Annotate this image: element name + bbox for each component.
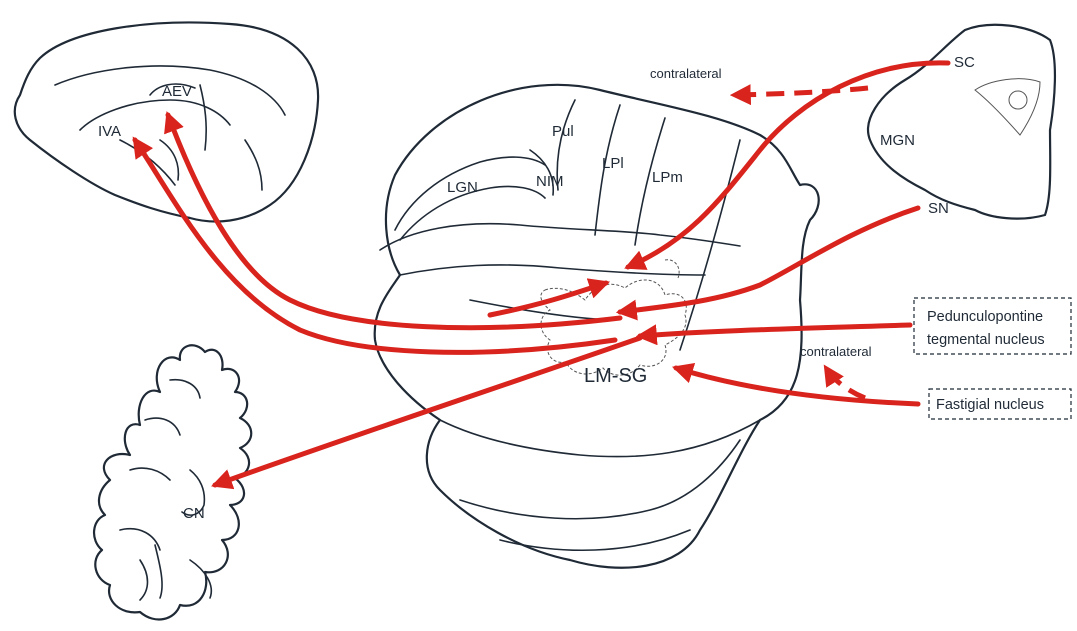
arrow-into-lm-sg	[490, 283, 606, 315]
arrow-sc-contralateral	[734, 88, 868, 95]
arrow-from-pedunculopontine	[640, 325, 910, 336]
label-pul: Pul	[552, 123, 574, 140]
label-sn: SN	[928, 200, 949, 217]
label-iva: IVA	[98, 123, 121, 140]
pedunculopontine-line2: tegmental nucleus	[927, 332, 1045, 348]
pedunculopontine-line1: Pedunculopontine	[927, 309, 1043, 325]
fastigial-label: Fastigial nucleus	[936, 397, 1044, 413]
label-contralateral-top: contralateral	[650, 66, 722, 81]
label-lpl: LPl	[602, 155, 624, 172]
label-lm-sg: LM-SG	[584, 365, 647, 387]
label-lpm: LPm	[652, 169, 683, 186]
label-lgn: LGN	[447, 179, 478, 196]
label-cn: CN	[183, 505, 205, 522]
label-aev: AEV	[162, 83, 192, 100]
label-nim: NIM	[536, 173, 564, 190]
label-mgn: MGN	[880, 132, 915, 149]
projection-arrows	[135, 63, 948, 485]
fastigial-box: Fastigial nucleus	[929, 389, 1071, 419]
arrow-from-sn	[620, 208, 918, 312]
pedunculopontine-box: Pedunculopontine tegmental nucleus	[914, 298, 1071, 354]
label-contralateral-bottom: contralateral	[800, 344, 872, 359]
arrow-to-aev	[168, 115, 620, 328]
arrow-fastigial-contralateral	[826, 368, 865, 398]
lm-sg-region	[541, 280, 686, 375]
label-sc: SC	[954, 54, 975, 71]
